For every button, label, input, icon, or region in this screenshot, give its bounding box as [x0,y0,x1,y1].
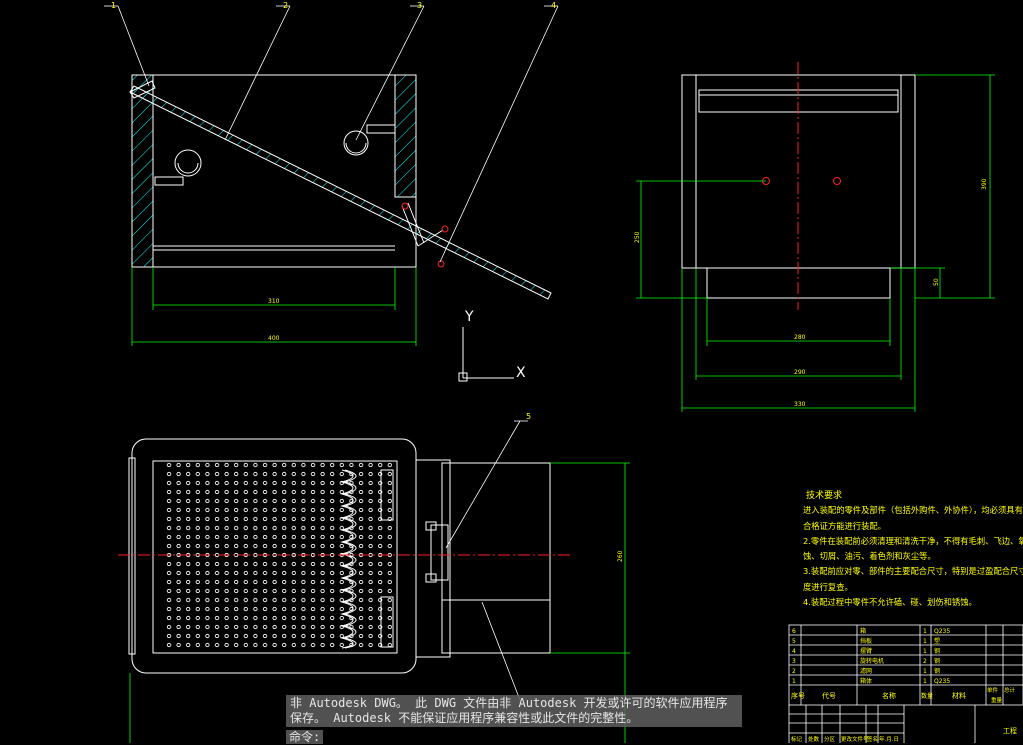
svg-text:Q235: Q235 [934,628,950,635]
ucs-icon [458,327,514,382]
top-view[interactable] [128,438,551,674]
balloon-1[interactable]: 1 [111,1,116,10]
svg-text:箱体: 箱体 [860,677,872,685]
title-block-bottom: 标记 处数 分区 更改文件号 签名 年.月.日 工程 [791,726,1017,743]
svg-text:6: 6 [792,628,796,635]
svg-text:摆臂: 摆臂 [860,647,872,655]
svg-text:处数: 处数 [808,735,820,743]
svg-text:2: 2 [792,668,796,675]
warning-line-2: 保存。 Autodesk 不能保证应用程序兼容性或此文件的完整性。 [290,711,639,725]
svg-text:总计: 总计 [1004,686,1016,694]
svg-text:名称: 名称 [882,691,896,700]
ucs-y-label: Y [464,309,474,325]
svg-text:更改文件号: 更改文件号 [841,735,869,743]
svg-text:1: 1 [923,668,927,675]
command-input[interactable] [330,729,535,745]
front-dimensions [131,267,417,346]
svg-text:4: 4 [792,648,796,655]
dim-side-h1[interactable]: 390 [981,178,988,190]
command-prompt: 命令: [286,730,324,744]
balloon-5[interactable]: 5 [526,412,531,421]
svg-text:单件: 单件 [987,686,999,694]
svg-text:1: 1 [792,678,796,685]
bom-rows: 6 箱 1 Q235 5 挡板 1 塑 4 摆臂 1 钢 3 旋转电机 2 钢 … [792,627,950,685]
dim-front-inner[interactable]: 310 [268,298,280,305]
technical-requirements[interactable]: 技术要求 进入装配的零件及部件（包括外购件、外协件），均必须具有检验部门的 合格… [803,489,1023,607]
tech-line-7: 4.装配过程中零件不允许磕、碰、划伤和锈蚀。 [803,597,977,607]
bom-header: 序号 代号 名称 数量 材料 单件 总计 重量 [791,686,1016,704]
svg-text:箱: 箱 [860,627,866,635]
command-line[interactable]: 命令: [286,729,586,745]
tech-title: 技术要求 [806,489,842,501]
svg-text:分区: 分区 [824,735,836,743]
balloon-4[interactable]: 4 [551,1,556,10]
tech-line-2: 合格证方能进行装配。 [803,521,886,531]
tech-line-1: 进入装配的零件及部件（包括外购件、外协件），均必须具有检验部门的 [803,505,1023,515]
title-corner: 工程 [1003,726,1017,735]
command-history: 非 Autodesk DWG。 此 DWG 文件由非 Autodesk 开发或许… [286,695,742,727]
svg-text:塑: 塑 [934,637,940,645]
balloon-2[interactable]: 2 [283,1,288,10]
svg-text:1: 1 [923,678,927,685]
dim-side-small[interactable]: 50 [933,278,940,286]
svg-text:钢: 钢 [934,667,940,675]
svg-text:Q235: Q235 [934,678,950,685]
dim-side-w3[interactable]: 330 [794,401,806,408]
tech-line-4: 蚀、切屑、油污、着色剂和灰尘等。 [803,551,936,561]
dim-side-h2[interactable]: 250 [634,231,641,243]
leader-bottom [481,601,521,701]
balloon-leaders [104,5,559,549]
dim-top-height[interactable]: 260 [617,550,624,562]
svg-text:数量: 数量 [921,692,933,700]
bom-table[interactable] [788,624,1023,743]
svg-text:签名: 签名 [867,735,878,743]
svg-text:1: 1 [923,648,927,655]
front-section-view[interactable] [129,74,552,300]
svg-text:1: 1 [923,638,927,645]
warning-line-1: 非 Autodesk DWG。 此 DWG 文件由非 Autodesk 开发或许… [290,696,728,710]
svg-text:代号: 代号 [822,691,836,700]
ucs-x-label: X [516,365,526,381]
tech-line-5: 3.装配前应对零、部件的主要配合尺寸，特别是过盈配合尺寸及相关精 [803,566,1023,576]
svg-text:3: 3 [792,658,796,665]
svg-text:重量: 重量 [991,696,1003,704]
svg-text:标记: 标记 [791,735,803,743]
svg-text:挡板: 挡板 [860,637,872,645]
svg-text:年.月.日: 年.月.日 [879,735,899,743]
tech-line-3: 2.零件在装配前必须清理和清洗干净，不得有毛刺、飞边、氧化皮、锈 [803,536,1023,546]
tech-line-6: 度进行复查。 [803,582,853,592]
dim-side-w1[interactable]: 280 [794,334,806,341]
svg-text:序号: 序号 [791,691,805,700]
svg-text:钢: 钢 [934,657,940,665]
dim-side-w2[interactable]: 290 [794,369,806,376]
svg-text:滤网: 滤网 [860,667,872,675]
balloon-3[interactable]: 3 [417,1,422,10]
svg-text:5: 5 [792,638,796,645]
side-dimensions [636,74,995,412]
svg-text:2: 2 [923,658,927,665]
svg-text:1: 1 [923,628,927,635]
svg-text:材料: 材料 [952,691,966,700]
dim-front-outer[interactable]: 400 [268,335,280,342]
svg-text:钢: 钢 [934,647,940,655]
svg-text:旋转电机: 旋转电机 [860,657,884,665]
